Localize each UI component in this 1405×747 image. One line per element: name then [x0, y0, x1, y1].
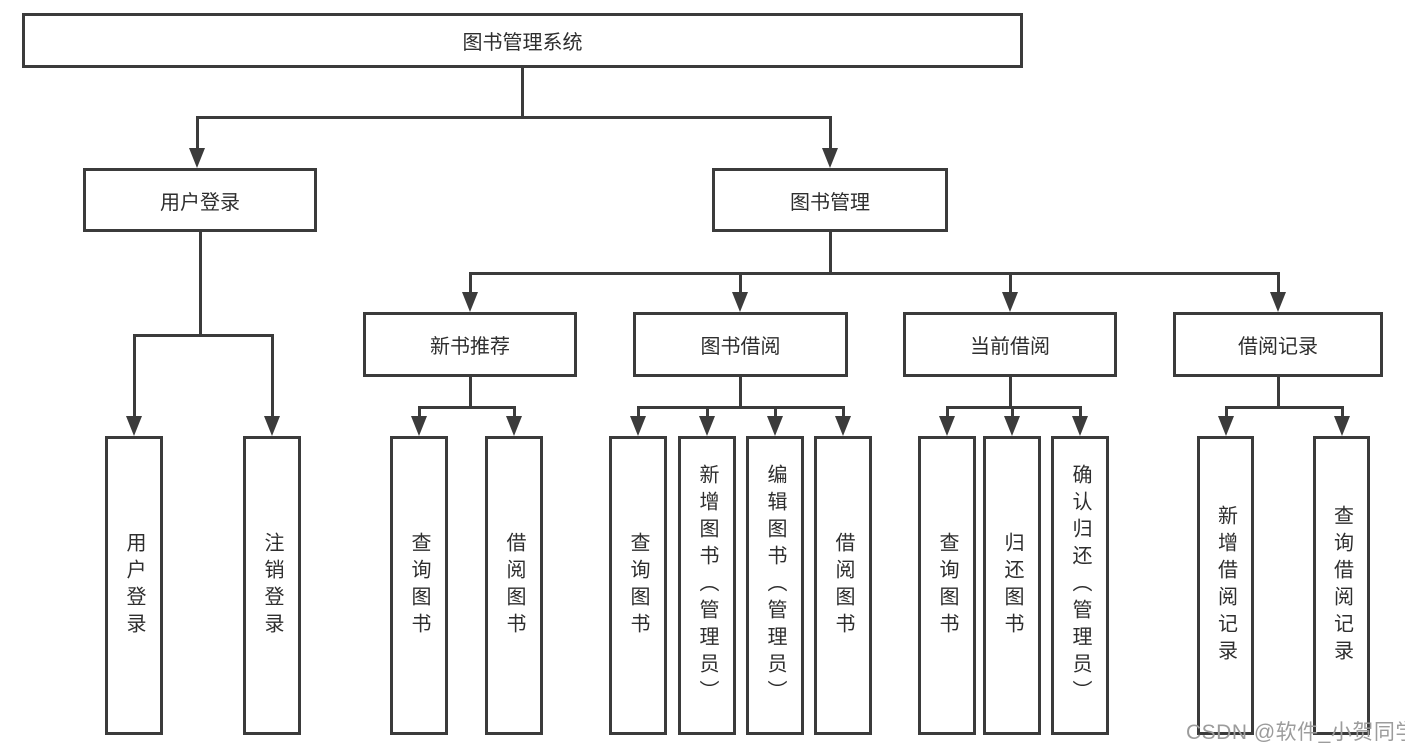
- connector-leaf-drop: [271, 334, 274, 418]
- connector-leaf-drop: [774, 406, 777, 420]
- connector-user-login-branch: [133, 334, 274, 337]
- connector-leaf-drop: [1225, 406, 1228, 420]
- connector-level2-branch: [196, 116, 832, 119]
- leaf-user-login: 用户登录: [105, 436, 163, 735]
- connector-user-login-stem: [199, 232, 202, 336]
- connector-stem: [1277, 375, 1280, 408]
- connector-leaf-drop: [133, 334, 136, 418]
- connector-leaf-drop: [706, 406, 709, 420]
- leaf-query-borrow-record: 查询借阅记录: [1313, 436, 1370, 735]
- connector-leaf-drop: [513, 406, 516, 420]
- connector-book-mgmt-stem: [829, 232, 832, 274]
- csdn-watermark: CSDN @软件_小贺同学: [1186, 721, 1405, 744]
- node-user-login: 用户登录: [83, 168, 317, 232]
- connector-leaf-drop: [1011, 406, 1014, 420]
- connector-level3-drop: [469, 272, 472, 294]
- arrow-down-icon: [732, 292, 748, 312]
- connector-level3-drop: [1277, 272, 1280, 294]
- leaf-query-books: 查询图书: [918, 436, 976, 735]
- connector-leaf-branch: [637, 406, 845, 409]
- connector-leaf-drop: [637, 406, 640, 420]
- arrow-down-icon: [189, 148, 205, 168]
- arrow-down-icon: [1002, 292, 1018, 312]
- arrow-down-icon: [767, 416, 783, 436]
- connector-leaf-branch: [946, 406, 1082, 409]
- node-library-management-system: 图书管理系统: [22, 13, 1023, 68]
- leaf-confirm-return-admin: 确认归还（管理员）: [1051, 436, 1109, 735]
- connector-leaf-drop: [1341, 406, 1344, 420]
- arrow-down-icon: [1072, 416, 1088, 436]
- connector-user-login-drop: [196, 116, 199, 150]
- leaf-add-book-admin: 新增图书（管理员）: [678, 436, 736, 735]
- node-borrowing-records: 借阅记录: [1173, 312, 1383, 377]
- leaf-query-books: 查询图书: [609, 436, 667, 735]
- connector-stem: [1009, 375, 1012, 408]
- arrow-down-icon: [506, 416, 522, 436]
- node-new-book-recommend: 新书推荐: [363, 312, 577, 377]
- connector-stem: [469, 375, 472, 408]
- connector-stem: [739, 375, 742, 408]
- connector-book-mgmt-drop: [829, 116, 832, 150]
- connector-leaf-drop: [842, 406, 845, 420]
- leaf-add-borrow-record: 新增借阅记录: [1197, 436, 1254, 735]
- leaf-return-books: 归还图书: [983, 436, 1041, 735]
- connector-leaf-drop: [1079, 406, 1082, 420]
- arrow-down-icon: [939, 416, 955, 436]
- connector-leaf-branch: [1225, 406, 1344, 409]
- arrow-down-icon: [630, 416, 646, 436]
- leaf-logout: 注销登录: [243, 436, 301, 735]
- arrow-down-icon: [1004, 416, 1020, 436]
- arrow-down-icon: [462, 292, 478, 312]
- arrow-down-icon: [126, 416, 142, 436]
- connector-leaf-drop: [946, 406, 949, 420]
- connector-level3-drop: [739, 272, 742, 294]
- leaf-borrow-books: 借阅图书: [485, 436, 543, 735]
- arrow-down-icon: [835, 416, 851, 436]
- arrow-down-icon: [1334, 416, 1350, 436]
- arrow-down-icon: [264, 416, 280, 436]
- connector-leaf-drop: [418, 406, 421, 420]
- leaf-query-books: 查询图书: [390, 436, 448, 735]
- arrow-down-icon: [822, 148, 838, 168]
- connector-level3-branch: [469, 272, 1280, 275]
- arrow-down-icon: [411, 416, 427, 436]
- arrow-down-icon: [1270, 292, 1286, 312]
- leaf-borrow-books: 借阅图书: [814, 436, 872, 735]
- node-book-borrowing: 图书借阅: [633, 312, 848, 377]
- connector-root-stem: [521, 68, 524, 118]
- arrow-down-icon: [699, 416, 715, 436]
- node-current-borrowing: 当前借阅: [903, 312, 1117, 377]
- connector-leaf-branch: [418, 406, 516, 409]
- connector-level3-drop: [1009, 272, 1012, 294]
- leaf-edit-book-admin: 编辑图书（管理员）: [746, 436, 804, 735]
- node-book-management: 图书管理: [712, 168, 948, 232]
- arrow-down-icon: [1218, 416, 1234, 436]
